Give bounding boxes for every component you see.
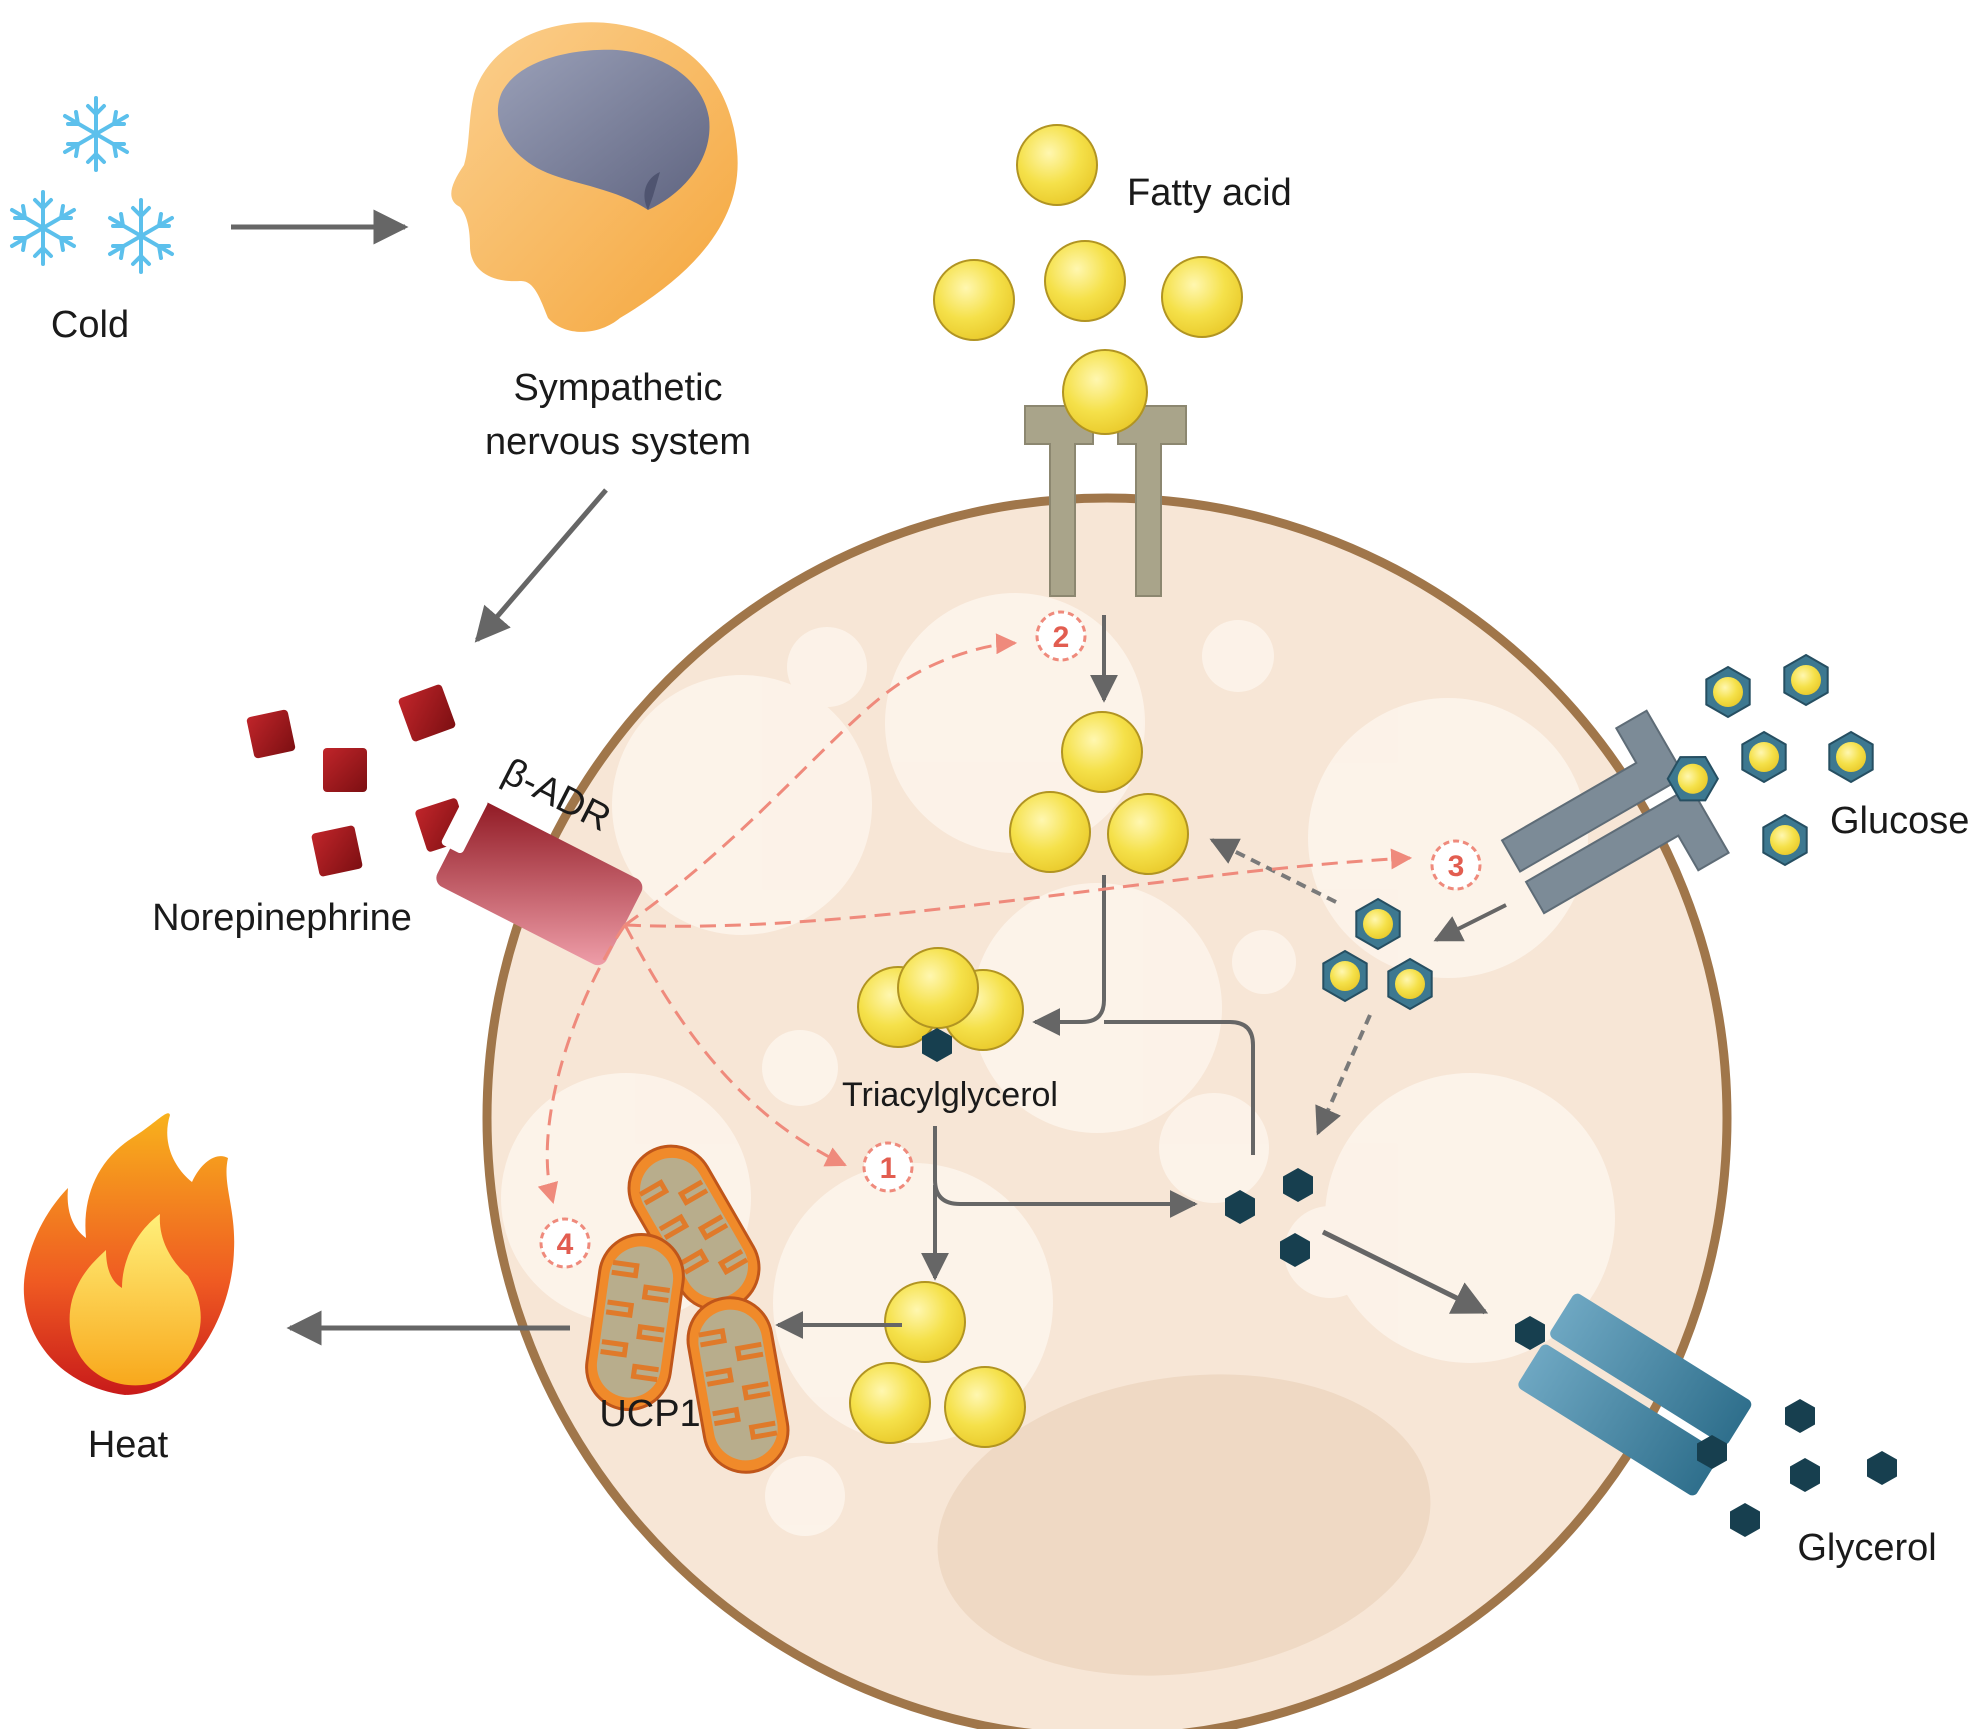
step-badge-2: 2 — [1035, 610, 1087, 662]
snowflake-icon — [108, 198, 174, 274]
heat-label: Heat — [88, 1424, 169, 1466]
sympathetic-label-line1: Sympathetic — [513, 367, 722, 409]
sns-to-norepinephrine-arrow — [474, 488, 608, 643]
head-brain-icon — [451, 22, 738, 332]
triacylglycerol-label: Triacylglycerol — [842, 1076, 1058, 1114]
signal-to-step-1 — [623, 924, 847, 1167]
fa-to-tag-arrow — [1032, 875, 1106, 1036]
glucose-transporter — [1500, 709, 1730, 915]
cold-group: Cold — [10, 96, 174, 346]
sympathetic-label-line2: nervous system — [485, 421, 751, 463]
glucose-to-fa-dashed-arrow — [1209, 838, 1337, 904]
fatty-acid-molecules — [933, 124, 1243, 341]
signal-to-step-4 — [537, 924, 627, 1205]
snowflake-icon — [63, 96, 129, 172]
tag-to-glycerol-arrow — [933, 1126, 1198, 1218]
brown-adipocyte-cell — [482, 493, 1732, 1729]
flame-icon — [23, 1113, 235, 1395]
step-badge-4: 4 — [539, 1217, 591, 1269]
signal-to-step-3 — [624, 848, 1413, 928]
beta-adr-receptor — [436, 791, 643, 966]
glucose-uptake-arrow — [1433, 903, 1507, 942]
triacylglycerol-molecule — [857, 947, 1024, 1062]
fatty-acid-label: Fatty acid — [1127, 172, 1292, 214]
fatty-acid-transporter — [1024, 349, 1187, 597]
svg-text:1: 1 — [880, 1152, 897, 1185]
ucp1-label: UCP1 — [599, 1393, 700, 1435]
released-fatty-acids — [849, 1281, 1026, 1448]
intracellular-fatty-acids — [1009, 711, 1189, 875]
beta-adr-signaling-arrows — [537, 633, 1413, 1205]
glucose-label: Glucose — [1830, 800, 1969, 842]
glycerol-export-arrow — [1321, 1229, 1489, 1315]
cold-label: Cold — [51, 304, 129, 346]
step-badge-3: 3 — [1430, 839, 1482, 891]
glucose-to-glycerol-dashed-arrow — [1315, 1014, 1372, 1136]
glycerol-to-tag-arrow — [1104, 1020, 1255, 1155]
norepinephrine-molecules — [246, 684, 469, 877]
glycerol-transporter — [1518, 1293, 1752, 1496]
step-badge-1: 1 — [862, 1141, 914, 1193]
norepinephrine-label: Norepinephrine — [152, 897, 412, 939]
signal-to-step-2 — [624, 633, 1018, 927]
svg-text:2: 2 — [1053, 621, 1070, 654]
svg-text:4: 4 — [557, 1228, 574, 1261]
glycerol-label: Glycerol — [1797, 1527, 1936, 1569]
snowflake-icon — [10, 190, 76, 266]
svg-text:3: 3 — [1448, 850, 1465, 883]
